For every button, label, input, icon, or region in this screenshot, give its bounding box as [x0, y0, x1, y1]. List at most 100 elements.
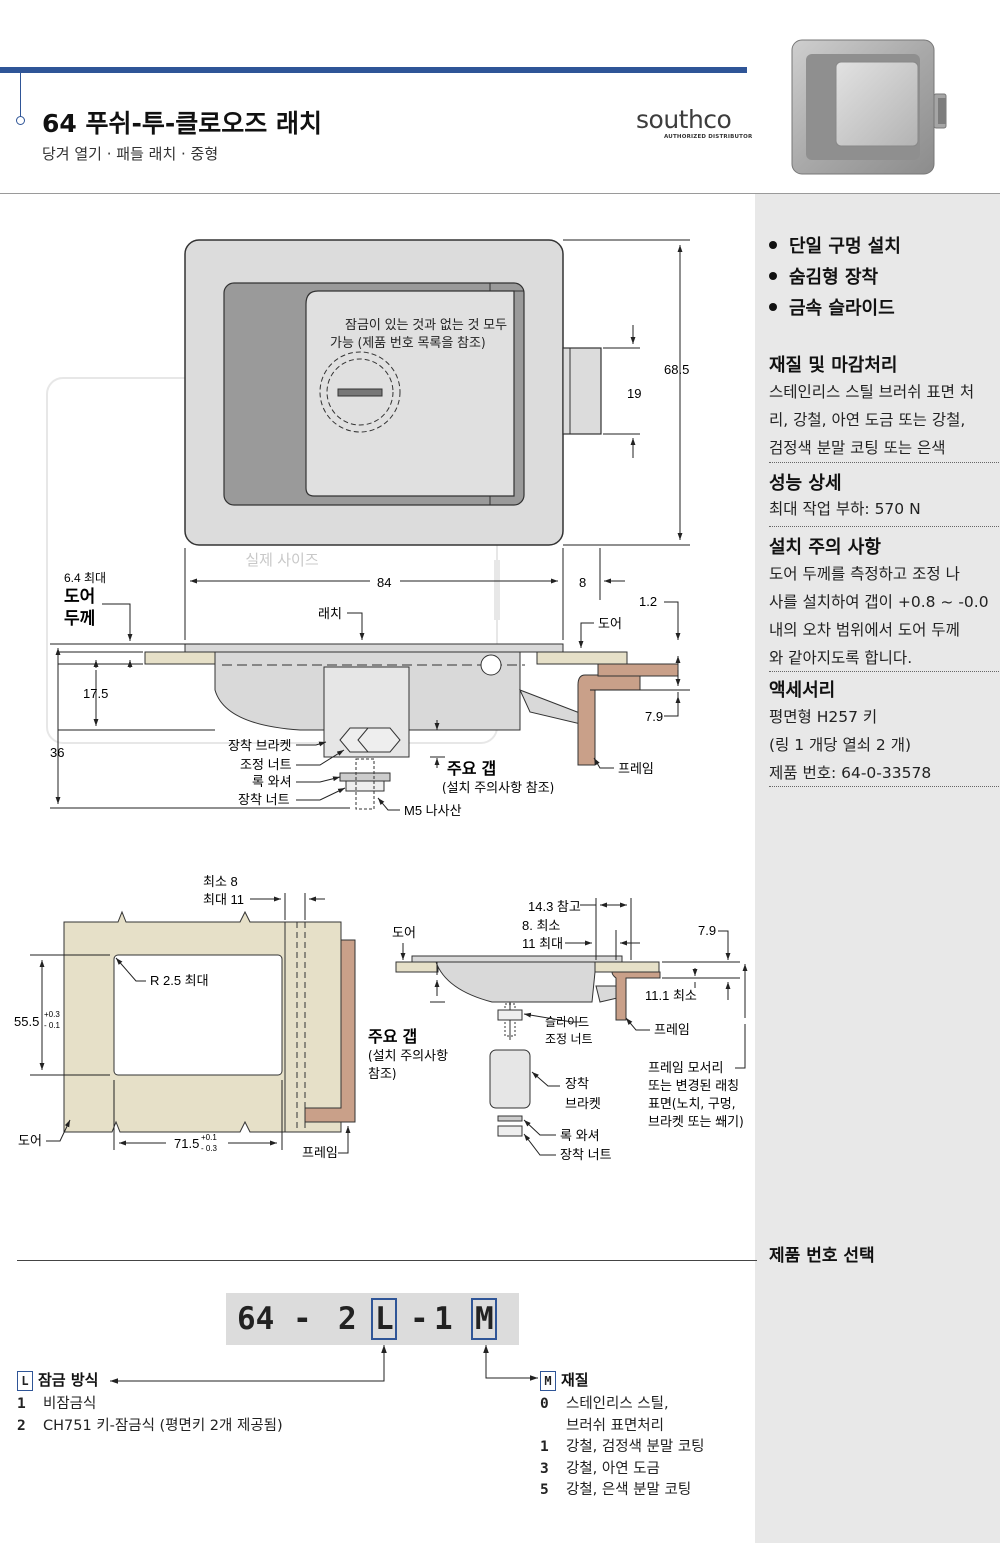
accessory-heading: 액세서리 [769, 680, 836, 701]
install-key-gap-note2: 참조) [368, 1067, 396, 1082]
performance-heading: 성능 상세 [769, 473, 842, 494]
install-bracket-line2: 브라켓 [565, 1097, 601, 1112]
frame-note-line1: 프레임 모서리 [648, 1061, 723, 1076]
part-number-divider [17, 1260, 757, 1261]
dim-6-4-max: 6.4 최대 [64, 571, 106, 585]
m5-thread-label: M5 나사산 [404, 803, 462, 818]
cutout-frame-label: 프레임 [302, 1146, 338, 1161]
feature-list: 단일 구멍 설치 숨김형 장착 금속 슬라이드 [769, 232, 1000, 325]
southco-logo: southco AUTHORIZED DISTRIBUTOR [636, 105, 753, 146]
ref-14-3: 14.3 참고 [528, 899, 581, 914]
divider [769, 786, 1000, 787]
latch-label: 래치 [318, 607, 342, 622]
adjust-nut-label: 조정 너트 [240, 758, 292, 773]
install-key-gap-note1: (설치 주의사항 [368, 1049, 448, 1064]
bullet-icon [769, 272, 777, 280]
lock-tag: L [17, 1370, 33, 1391]
dim-1-2: 1.2 [639, 594, 657, 609]
mount-nut-label: 장착 너트 [238, 793, 290, 808]
install-frame-label: 프레임 [654, 1023, 690, 1038]
header-side-line [20, 73, 21, 117]
dim-8: 8 [579, 575, 586, 590]
dim-84: 84 [377, 575, 391, 590]
tol-55-upper: +0.3 [44, 1010, 60, 1019]
pn-connectors [110, 1345, 538, 1384]
install-bracket-line1: 장착 [565, 1077, 589, 1092]
pn-dash: - [293, 1301, 312, 1337]
bullet-icon [769, 241, 777, 249]
key-gap-note: (설치 주의사항 참조) [442, 781, 554, 796]
install-min-8: 8. 최소 [522, 918, 560, 933]
frame-note-line4: 브라켓 또는 쐐기) [648, 1115, 744, 1130]
page-subtitle: 당겨 열기 · 패들 래치 · 중형 [42, 145, 219, 163]
dim-55-5: 55.5 [14, 1014, 39, 1029]
frame-label: 프레임 [618, 762, 654, 777]
dim-36: 36 [50, 745, 64, 760]
product-photo [791, 39, 947, 175]
slide-nut-line2: 조정 너트 [545, 1032, 593, 1046]
accessory-text: 평면형 H257 키 (링 1 개당 열쇠 2 개) 제품 번호: 64-0-3… [769, 708, 932, 782]
brand-sub: AUTHORIZED DISTRIBUTOR [664, 134, 753, 140]
tol-71-lower: - 0.3 [201, 1144, 218, 1153]
pn-lock-code: L [375, 1301, 394, 1337]
latch-side-section [144, 643, 679, 810]
dim-11-1-min: 11.1 최소 [645, 988, 697, 1003]
install-mount-nut: 장착 너트 [560, 1148, 612, 1163]
radius-label: R 2.5 최대 [150, 973, 209, 988]
material-heading: 재질 및 마감처리 [769, 355, 898, 376]
dim-71-5: 71.5 [174, 1136, 199, 1151]
install-heading: 설치 주의 사항 [769, 537, 881, 558]
dim-68-5: 68.5 [664, 362, 689, 377]
feature-item: 숨김형 장착 [769, 263, 1000, 294]
feature-item: 단일 구멍 설치 [769, 232, 1000, 263]
pn-dash: - [410, 1301, 429, 1337]
pn-material-code: M [475, 1301, 494, 1337]
dim-7-9: 7.9 [645, 709, 663, 724]
divider [769, 671, 1000, 672]
divider [769, 462, 1000, 463]
slide-nut-line1: 슬라이드 [545, 1015, 589, 1029]
performance-text: 최대 작업 부하: 570 N [769, 500, 921, 518]
frame-note-line3: 표면(노치, 구멍, [648, 1097, 735, 1112]
install-lock-washer: 록 와셔 [560, 1129, 600, 1144]
install-dim-7-9: 7.9 [698, 923, 716, 938]
install-door-label: 도어 [392, 926, 416, 941]
divider [769, 526, 1000, 527]
tol-71-upper: +0.1 [201, 1133, 217, 1142]
door-label: 도어 [598, 617, 622, 632]
cutout-min-8: 최소 8 [203, 874, 238, 889]
door-thickness-line1: 도어 [64, 587, 95, 607]
lock-washer-label: 록 와셔 [252, 775, 292, 790]
list-item: 브러쉬 표면처리 [566, 1417, 664, 1434]
install-key-gap: 주요 갭 [368, 1027, 417, 1046]
feature-item: 금속 슬라이드 [769, 294, 1000, 325]
pn-series: 64 [237, 1301, 275, 1337]
material-tag: M [540, 1370, 556, 1391]
pn-type: 2 [338, 1301, 357, 1337]
bracket-label: 장착 브라켓 [228, 739, 292, 754]
frame-note-line2: 또는 변경된 래칭 [648, 1079, 739, 1094]
page-title: 64 푸쉬-투-클로오즈 래치 [42, 109, 322, 138]
panel-cutout-view [63, 910, 356, 1133]
header-divider [0, 193, 1000, 194]
header-accent-bar [0, 67, 747, 73]
pn-lock-frame [371, 1298, 397, 1340]
material-text: 스테인리스 스틸 브러쉬 표면 처 리, 강철, 아연 도금 또는 강철, 검정… [769, 383, 975, 457]
install-side-view [395, 955, 661, 1137]
part-number-heading: 제품 번호 선택 [769, 1246, 875, 1266]
header-side-dot [16, 116, 25, 125]
cutout-max-11: 최대 11 [203, 892, 244, 907]
tol-55-lower: - 0.1 [44, 1021, 61, 1030]
key-gap-label: 주요 갭 [447, 759, 496, 778]
latch-front-view [184, 239, 602, 546]
brand-name: southco [636, 105, 732, 134]
